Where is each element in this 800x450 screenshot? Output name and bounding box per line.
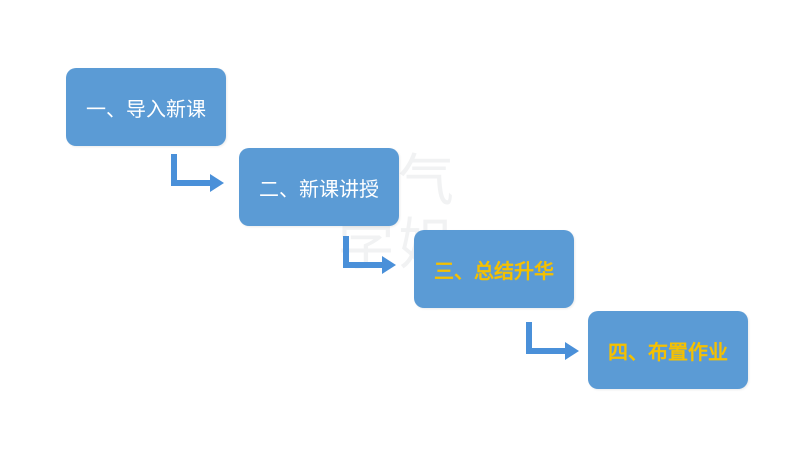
step-box-2[interactable]: 二、新课讲授 [239, 148, 399, 226]
step-label-3: 三、总结升华 [434, 258, 554, 283]
step-label-4: 四、布置作业 [608, 339, 728, 364]
step-box-1[interactable]: 一、导入新课 [66, 68, 226, 146]
step-label-2: 二、新课讲授 [259, 176, 379, 201]
elbow-arrow-1-icon [171, 154, 224, 192]
step-label-1: 一、导入新课 [86, 96, 206, 121]
step-box-3[interactable]: 三、总结升华 [414, 230, 574, 308]
elbow-arrow-2-icon [343, 236, 396, 274]
elbow-arrow-3-icon [526, 322, 579, 360]
step-box-4[interactable]: 四、布置作业 [588, 311, 748, 389]
